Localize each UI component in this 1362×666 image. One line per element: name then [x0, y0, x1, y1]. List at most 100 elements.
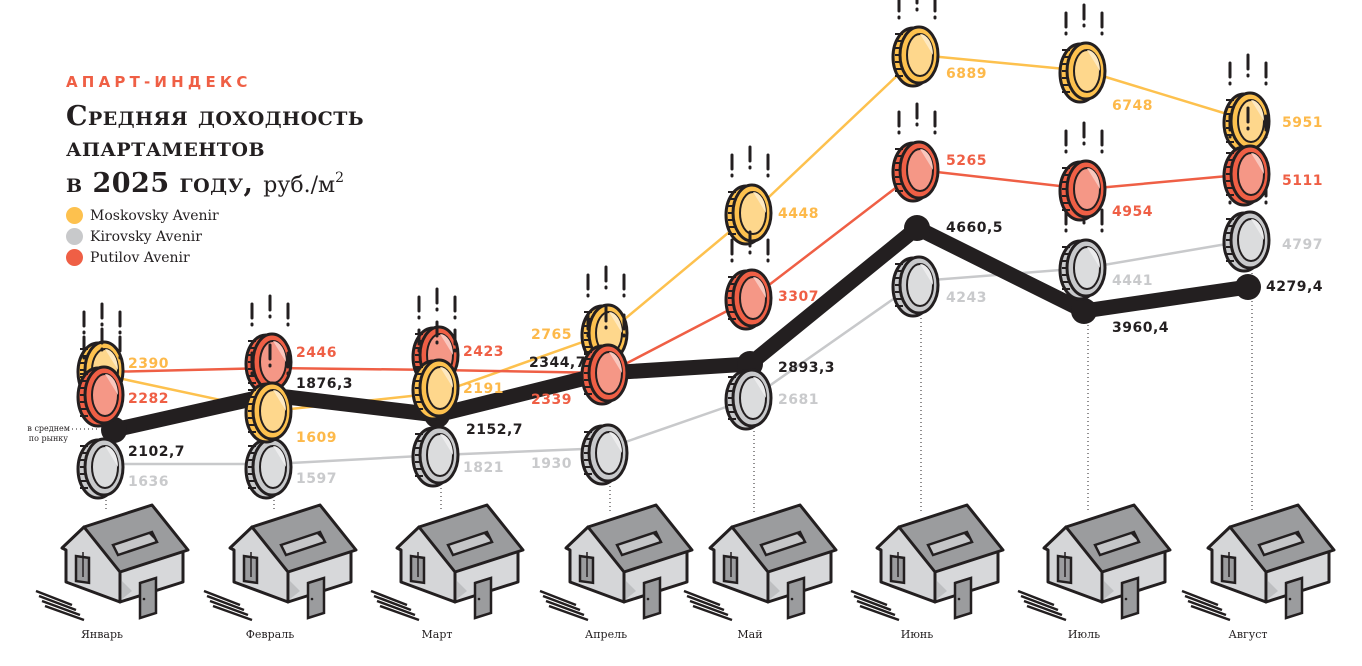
month-label: Апрель: [585, 628, 627, 641]
coin-yellow-icon: [244, 343, 293, 444]
house-steps: [548, 604, 589, 622]
house-door: [1120, 576, 1140, 620]
value-label-dark: 4660,5: [946, 220, 1003, 236]
house-steps: [859, 604, 900, 622]
house-door: [473, 576, 493, 620]
legend: Moskovsky Avenir Kirovsky Avenir Putilov…: [66, 205, 219, 268]
house-door-knob: [1288, 597, 1292, 601]
coin-shine: [920, 34, 933, 55]
legend-label: Moskovsky Avenir: [90, 207, 219, 224]
legend-item-kirovsky: Kirovsky Avenir: [66, 226, 219, 247]
value-label-yellow: 6748: [1112, 98, 1153, 114]
value-label-red: 2423: [463, 344, 504, 360]
house-door: [642, 576, 662, 620]
title-line-3: в 2025 году, руб./м2: [66, 163, 364, 201]
house-door-knob: [957, 597, 961, 601]
house-steps: [370, 589, 408, 607]
title-line-1: Средняя доходность: [66, 101, 365, 132]
house-shade: [1104, 581, 1114, 599]
avg-note-line-1: в среднем: [27, 424, 70, 433]
series-lines-layer: [103, 53, 1251, 466]
house-door-knob: [142, 597, 146, 601]
coin-shine: [1087, 50, 1100, 71]
house-steps: [376, 599, 416, 617]
coin-shine: [753, 277, 766, 298]
average-point: [1235, 274, 1261, 300]
house-steps: [212, 604, 253, 622]
month-label: Январь: [81, 628, 123, 641]
coin-shine: [1251, 100, 1264, 121]
average-line: [106, 220, 1256, 438]
coin-shine: [105, 446, 118, 467]
dotted-guides-layer: [105, 265, 1253, 512]
value-label-dark: 2344,7: [529, 355, 586, 371]
coin-shine: [753, 377, 766, 398]
coin-gray-icon: [891, 255, 940, 318]
month-label: Май: [737, 628, 762, 641]
coin-gray-icon: [724, 368, 773, 431]
coin-shine: [1251, 153, 1264, 174]
value-label-gray: 1597: [296, 471, 337, 487]
value-label-yellow: 6889: [946, 66, 987, 82]
house-icon: [203, 503, 358, 622]
house-door: [138, 576, 158, 620]
coin-yellow-icon: [891, 0, 940, 88]
value-label-dark: 4279,4: [1266, 279, 1323, 295]
house-steps: [206, 594, 245, 612]
house-steps: [1190, 604, 1231, 622]
value-label-red: 3307: [778, 289, 819, 305]
coin-shine: [1251, 219, 1264, 240]
value-label-yellow: 1609: [296, 430, 337, 446]
house-steps: [1023, 599, 1063, 617]
house-shade: [290, 581, 300, 599]
coin-shine: [440, 334, 453, 355]
value-label-gray: 1930: [531, 456, 572, 472]
avg-note-layer: в среднем по рынку: [27, 424, 100, 443]
house-steps: [1187, 599, 1227, 617]
house-icon: [683, 503, 838, 622]
coin-shine: [273, 446, 286, 467]
coin-red-icon: [724, 230, 773, 331]
value-label-yellow: 2390: [128, 356, 169, 372]
coin-shine: [609, 352, 622, 373]
legend-label: Kirovsky Avenir: [90, 228, 202, 245]
coin-shine: [920, 149, 933, 170]
house-icon: [1181, 503, 1336, 622]
house-steps: [853, 594, 892, 612]
house-shade: [1268, 581, 1278, 599]
title-unit-sup: 2: [335, 170, 345, 186]
house-steps: [44, 604, 85, 622]
value-label-gray: 4441: [1112, 273, 1153, 289]
house-shade: [457, 581, 467, 599]
value-label-gray: 1821: [463, 460, 504, 476]
legend-item-moskovsky: Moskovsky Avenir: [66, 205, 219, 226]
value-label-dark: 1876,3: [296, 376, 353, 392]
month-label: Август: [1228, 628, 1267, 641]
month-label: Июнь: [901, 628, 934, 641]
house-steps: [856, 599, 896, 617]
legend-dot-red-icon: [66, 249, 83, 266]
coin-shine: [105, 374, 118, 395]
house-steps: [373, 594, 412, 612]
coin-shine: [440, 367, 453, 388]
house-steps: [41, 599, 81, 617]
house-shade: [770, 581, 780, 599]
house-steps: [1020, 594, 1059, 612]
value-label-red: 2282: [128, 391, 169, 407]
series-line-red: [103, 168, 1251, 375]
house-shade: [626, 581, 636, 599]
title-unit: руб./м2: [263, 170, 345, 198]
house-door: [953, 576, 973, 620]
house-steps: [689, 599, 729, 617]
house-door-knob: [790, 597, 794, 601]
house-door-knob: [1124, 597, 1128, 601]
value-label-gray: 1636: [128, 474, 169, 490]
month-label: Февраль: [246, 628, 294, 641]
coin-red-icon: [1058, 121, 1107, 222]
chart-kicker: АПАРТ-ИНДЕКС: [66, 73, 252, 91]
coin-shine: [273, 341, 286, 362]
coins-layer: [76, 0, 1271, 500]
house-steps: [545, 599, 585, 617]
house-shade: [122, 581, 132, 599]
